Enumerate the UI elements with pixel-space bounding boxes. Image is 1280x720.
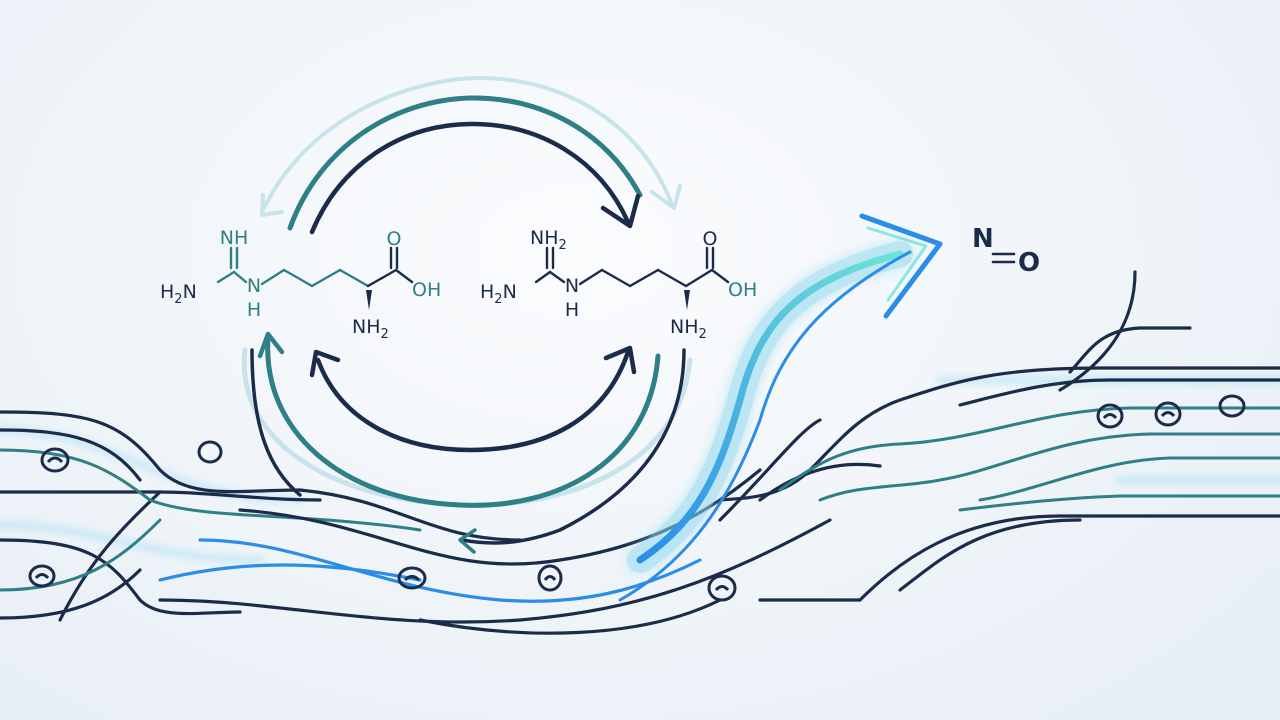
blood-vessel [0, 270, 1280, 635]
vessel-right [718, 270, 1280, 602]
oxygen-atom-label: O [1018, 248, 1040, 278]
nh-nitrogen-label: N [565, 275, 579, 297]
alpha-amine-label: NH2 [670, 316, 707, 342]
wedge-bond [684, 290, 690, 310]
wedge-bond [366, 290, 372, 310]
bond [394, 268, 414, 284]
amine-label: H2N [480, 281, 517, 307]
nitric-oxide-release-arrow-icon [618, 213, 943, 602]
red-blood-cell-icon [1096, 403, 1124, 429]
bond [338, 268, 370, 288]
vessel-left-teal [0, 448, 422, 592]
nitrogen-atom-label: N [972, 224, 994, 254]
bond [282, 268, 314, 288]
red-blood-cell-icon [707, 574, 737, 602]
bond [710, 268, 730, 284]
nh-hydrogen-label: H [247, 299, 261, 321]
bond [600, 268, 632, 288]
amine-label: H2N [160, 281, 197, 307]
amine-top-label: NH2 [530, 227, 567, 253]
red-blood-cell-icon [28, 564, 56, 588]
red-blood-cells [28, 394, 1246, 602]
cycle-arrow-icon [265, 335, 661, 508]
imine-label: NH [220, 227, 249, 249]
bond [578, 268, 604, 286]
bond [656, 268, 688, 288]
vessel-center-blue [158, 538, 702, 603]
bond [366, 268, 398, 288]
bond [684, 268, 714, 288]
red-blood-cell-icon [197, 440, 223, 464]
nitric-oxide-product: N O [972, 224, 1040, 278]
carbonyl-oxygen-label: O [703, 228, 718, 250]
bond [232, 270, 248, 284]
carbonyl-oxygen-label: O [387, 228, 402, 250]
red-blood-cell-icon [40, 447, 70, 473]
red-blood-cell-icon [1154, 401, 1182, 427]
bond [628, 268, 660, 288]
bond [534, 270, 552, 284]
bond [310, 268, 342, 288]
cycle-arrow-icon [315, 349, 631, 453]
nh-nitrogen-label: N [247, 275, 261, 297]
molecule-right: NH2 H2N N H O OH NH2 [480, 227, 757, 342]
red-blood-cell-icon [397, 566, 427, 590]
vessel-right-teal [778, 406, 1280, 512]
red-blood-cell-icon [537, 564, 563, 592]
alpha-amine-label: NH2 [352, 316, 389, 342]
bond [548, 270, 566, 284]
bond [216, 270, 236, 284]
cycle-arrows [241, 76, 693, 554]
bond [260, 268, 286, 286]
hydroxyl-label: OH [728, 279, 757, 301]
cycle-arrow-icon [309, 121, 631, 235]
hydroxyl-label: OH [412, 279, 441, 301]
nh-hydrogen-label: H [565, 299, 579, 321]
double-bond [991, 252, 1016, 264]
vessel-left [0, 410, 322, 622]
molecule-left: NH H2N N H O OH NH2 [160, 227, 441, 342]
red-blood-cell-icon [1218, 394, 1246, 418]
cycle-arrow-icon [287, 95, 643, 231]
